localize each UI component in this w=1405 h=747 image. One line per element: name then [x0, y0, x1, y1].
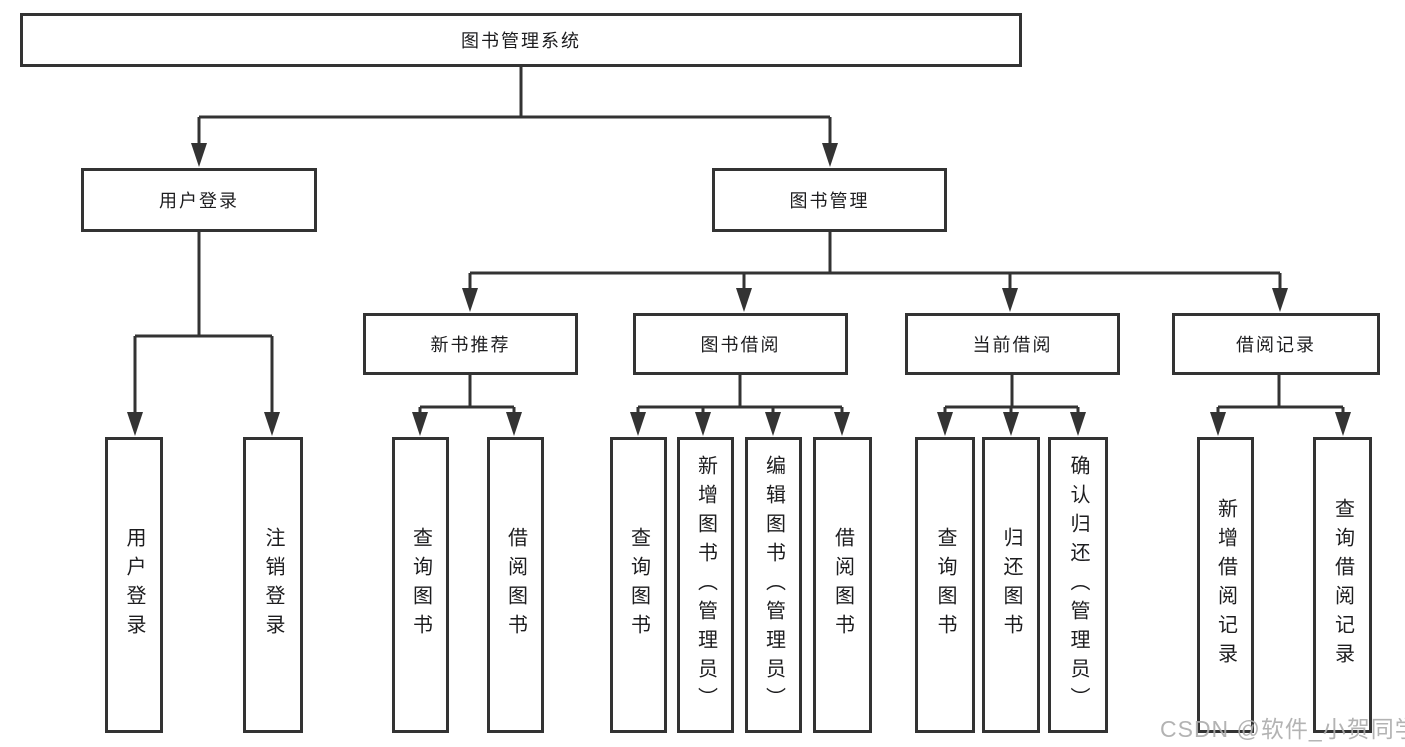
- arrowheads: [127, 143, 1351, 436]
- leaf-query-book-2-label: 查询图书: [627, 527, 650, 643]
- leaf-query-book-3: 查询图书: [915, 437, 975, 733]
- leaf-query-book-2: 查询图书: [610, 437, 667, 733]
- arrowhead-icon: [191, 143, 207, 167]
- node-user-login-label: 用户登录: [159, 191, 239, 211]
- node-borrow-record-label: 借阅记录: [1236, 335, 1316, 355]
- leaf-query-book-3-label: 查询图书: [934, 527, 956, 643]
- leaf-add-book-admin: 新增图书（管理员）: [677, 437, 734, 733]
- arrowhead-icon: [1210, 412, 1226, 436]
- csdn-watermark: CSDN @软件_小贺同学: [1160, 716, 1405, 742]
- arrowhead-icon: [264, 412, 280, 436]
- arrowhead-icon: [937, 412, 953, 436]
- node-borrow-record: 借阅记录: [1172, 313, 1380, 375]
- node-current-borrow: 当前借阅: [905, 313, 1120, 375]
- leaf-return-book: 归还图书: [982, 437, 1040, 733]
- arrowhead-icon: [506, 412, 522, 436]
- leaf-borrow-book-1-label: 借阅图书: [504, 527, 527, 643]
- arrowhead-icon: [412, 412, 428, 436]
- leaf-query-book-1-label: 查询图书: [409, 527, 432, 643]
- leaf-query-book-1: 查询图书: [392, 437, 449, 733]
- node-book-mgmt-label: 图书管理: [789, 191, 870, 211]
- arrowhead-icon: [1070, 412, 1086, 436]
- node-root-label: 图书管理系统: [461, 31, 581, 51]
- node-new-book-rec-label: 新书推荐: [430, 335, 511, 355]
- node-user-login: 用户登录: [81, 168, 317, 232]
- arrowhead-icon: [1003, 412, 1019, 436]
- connector-root-to-level2: [197, 67, 832, 150]
- arrowhead-icon: [765, 412, 781, 436]
- node-book-borrow-label: 图书借阅: [700, 335, 781, 355]
- leaf-borrow-book-1: 借阅图书: [487, 437, 544, 733]
- leaf-user-login: 用户登录: [105, 437, 163, 733]
- node-root: 图书管理系统: [20, 13, 1022, 67]
- connector-borrow-record-branch: [1216, 375, 1345, 420]
- connector-book-mgmt-branch: [468, 232, 1282, 295]
- arrowhead-icon: [1272, 288, 1288, 312]
- leaf-confirm-return-admin: 确认归还（管理员）: [1048, 437, 1108, 733]
- arrowhead-icon: [834, 412, 850, 436]
- leaf-edit-book-admin: 编辑图书（管理员）: [745, 437, 802, 733]
- leaf-return-book-label: 归还图书: [1000, 527, 1022, 643]
- leaf-logout-label: 注销登录: [262, 527, 284, 643]
- arrowhead-icon: [630, 412, 646, 436]
- leaf-add-book-admin-label: 新增图书（管理员）: [694, 454, 717, 716]
- node-current-borrow-label: 当前借阅: [972, 335, 1053, 355]
- arrowhead-icon: [822, 143, 838, 167]
- arrowhead-icon: [127, 412, 143, 436]
- arrowhead-icon: [1335, 412, 1351, 436]
- leaf-borrow-book-2: 借阅图书: [813, 437, 872, 733]
- connector-new-book-branch: [418, 375, 516, 420]
- leaf-query-borrow-record-label: 查询借阅记录: [1331, 498, 1354, 672]
- connector-user-login-branch: [133, 232, 274, 420]
- leaf-add-borrow-record-label: 新增借阅记录: [1214, 498, 1237, 672]
- leaf-edit-book-admin-label: 编辑图书（管理员）: [762, 454, 785, 716]
- arrowhead-icon: [695, 412, 711, 436]
- node-book-borrow: 图书借阅: [633, 313, 848, 375]
- arrowhead-icon: [1002, 288, 1018, 312]
- leaf-logout: 注销登录: [243, 437, 303, 733]
- leaf-confirm-return-admin-label: 确认归还（管理员）: [1067, 454, 1089, 716]
- arrowhead-icon: [462, 288, 478, 312]
- leaf-add-borrow-record: 新增借阅记录: [1197, 437, 1254, 733]
- leaf-user-login-label: 用户登录: [123, 527, 145, 643]
- connector-book-borrow-branch: [636, 375, 844, 420]
- node-book-mgmt: 图书管理: [712, 168, 947, 232]
- node-new-book-rec: 新书推荐: [363, 313, 578, 375]
- leaf-query-borrow-record: 查询借阅记录: [1313, 437, 1372, 733]
- leaf-borrow-book-2-label: 借阅图书: [831, 527, 854, 643]
- arrowhead-icon: [736, 288, 752, 312]
